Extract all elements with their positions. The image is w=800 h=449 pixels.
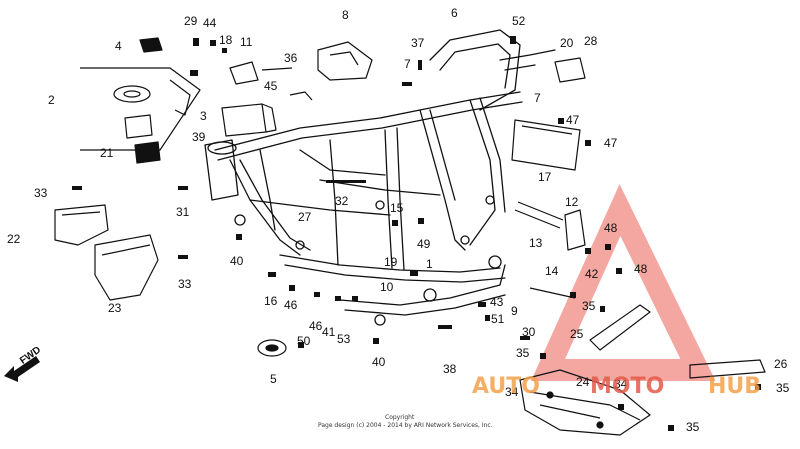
callout-26: 26 xyxy=(774,357,788,371)
callout-27: 27 xyxy=(298,210,312,224)
callout-48a: 48 xyxy=(604,221,618,235)
copyright-notice: Page design (c) 2004 - 2014 by ARI Netwo… xyxy=(318,422,493,429)
callout-15: 15 xyxy=(390,201,404,215)
callout-3: 3 xyxy=(200,109,207,123)
callout-52: 52 xyxy=(512,14,526,28)
callout-46a: 46 xyxy=(284,298,298,312)
callout-39: 39 xyxy=(192,130,206,144)
callout-6: 6 xyxy=(451,6,458,20)
callout-17: 17 xyxy=(538,170,552,184)
callout-21: 21 xyxy=(100,146,114,160)
callout-34a: 34 xyxy=(505,385,519,399)
callout-14: 14 xyxy=(545,264,559,278)
callout-16: 16 xyxy=(264,294,278,308)
callout-43: 43 xyxy=(490,295,504,309)
callout-22: 22 xyxy=(7,232,21,246)
callout-labels: 1 2 3 4 5 6 7 7 8 9 10 11 12 13 14 15 16… xyxy=(7,6,790,434)
callout-34b: 34 xyxy=(614,377,628,391)
callout-44: 44 xyxy=(203,16,217,30)
callout-20: 20 xyxy=(560,36,574,50)
callout-24: 24 xyxy=(576,375,590,389)
callout-12: 12 xyxy=(565,195,579,209)
watermark-text: AUTO MOTO HUB xyxy=(472,374,761,399)
callout-33b: 33 xyxy=(178,277,192,291)
callout-41: 41 xyxy=(322,325,336,339)
callout-35d: 35 xyxy=(686,420,700,434)
callout-4: 4 xyxy=(115,39,122,53)
callout-18: 18 xyxy=(219,33,233,47)
callout-13: 13 xyxy=(529,236,543,250)
callout-2: 2 xyxy=(48,93,55,107)
callout-47a: 47 xyxy=(566,113,580,127)
callout-38: 38 xyxy=(443,362,457,376)
callout-49: 49 xyxy=(417,237,431,251)
callout-32: 32 xyxy=(335,194,349,208)
callout-9: 9 xyxy=(511,304,518,318)
callout-36: 36 xyxy=(284,51,298,65)
callout-31: 31 xyxy=(176,205,190,219)
frame-illustration xyxy=(204,29,556,326)
watermark-moto: MOTO xyxy=(590,374,664,399)
callout-1: 1 xyxy=(426,257,433,271)
fwd-arrow-icon xyxy=(4,356,40,382)
parts-left xyxy=(54,37,373,357)
callout-40b: 40 xyxy=(372,355,386,369)
fasteners xyxy=(72,36,761,431)
callout-28: 28 xyxy=(584,34,598,48)
callout-37: 37 xyxy=(411,36,425,50)
callout-42: 42 xyxy=(585,267,599,281)
callout-8: 8 xyxy=(342,8,349,22)
callout-46b: 46 xyxy=(309,319,323,333)
callout-35c: 35 xyxy=(776,381,790,395)
parts-right xyxy=(511,57,766,436)
callout-47b: 47 xyxy=(604,136,618,150)
callout-19: 19 xyxy=(384,255,398,269)
watermark-auto: AUTO xyxy=(472,374,540,399)
callout-53: 53 xyxy=(337,332,351,346)
callout-45: 45 xyxy=(264,79,278,93)
callout-5: 5 xyxy=(270,372,277,386)
callout-10: 10 xyxy=(380,280,394,294)
callout-11: 11 xyxy=(240,35,253,49)
callout-35b: 35 xyxy=(516,346,530,360)
callout-50: 50 xyxy=(297,334,311,348)
callout-25: 25 xyxy=(570,327,584,341)
callout-7b: 7 xyxy=(534,91,541,105)
watermark-triangle xyxy=(530,184,716,381)
callout-35a: 35 xyxy=(582,299,596,313)
callout-29: 29 xyxy=(184,14,198,28)
callout-51: 51 xyxy=(491,312,505,326)
callout-7a: 7 xyxy=(404,57,411,71)
watermark-hub: HUB xyxy=(708,374,761,399)
callout-33a: 33 xyxy=(34,186,48,200)
callout-48b: 48 xyxy=(634,262,648,276)
callout-40a: 40 xyxy=(230,254,244,268)
callout-23: 23 xyxy=(108,301,122,315)
copyright-title: Copyright xyxy=(385,414,415,421)
callout-30: 30 xyxy=(522,325,536,339)
